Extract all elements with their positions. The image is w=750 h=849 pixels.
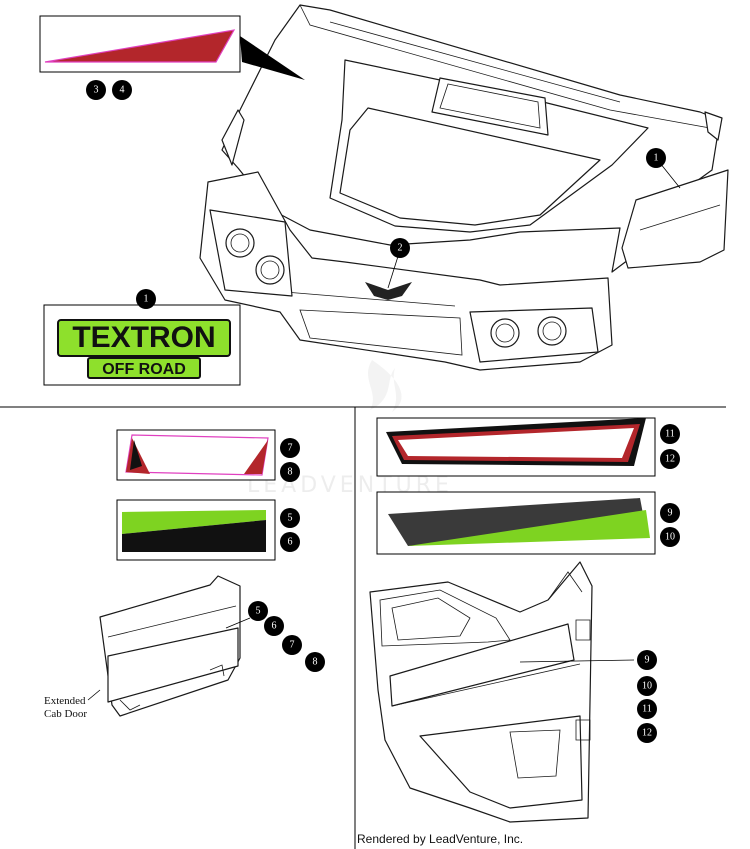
callout-6-door: 6 xyxy=(264,616,284,636)
textron-logo-box: TEXTRON OFF ROAD xyxy=(43,304,241,386)
svg-text:1: 1 xyxy=(654,153,659,164)
callout-1-logo: 1 xyxy=(136,289,156,309)
callout-4: 4 xyxy=(112,80,132,100)
callout-5-decal: 5 xyxy=(280,508,300,528)
svg-text:8: 8 xyxy=(288,467,293,478)
callout-10-door: 10 xyxy=(637,676,657,696)
callout-2-emblem: 2 xyxy=(390,238,410,258)
callout-11-door: 11 xyxy=(637,699,657,719)
svg-text:4: 4 xyxy=(120,85,125,96)
decal-box-9-10 xyxy=(376,491,656,555)
svg-text:12: 12 xyxy=(642,728,652,739)
callout-8-decal: 8 xyxy=(280,462,300,482)
svg-text:8: 8 xyxy=(313,657,318,668)
door-caption-line2: Cab Door xyxy=(44,708,87,720)
svg-text:10: 10 xyxy=(665,532,675,543)
svg-text:7: 7 xyxy=(290,640,295,651)
door-right xyxy=(369,561,635,823)
callout-10-decal: 10 xyxy=(660,527,680,547)
svg-text:9: 9 xyxy=(645,655,650,666)
callout-9-door: 9 xyxy=(637,650,657,670)
svg-text:5: 5 xyxy=(256,606,261,617)
svg-text:10: 10 xyxy=(642,681,652,692)
logo-text-offroad: OFF ROAD xyxy=(102,361,186,378)
svg-text:7: 7 xyxy=(288,443,293,454)
svg-text:6: 6 xyxy=(288,537,293,548)
callout-9-decal: 9 xyxy=(660,503,680,523)
textron-logo: TEXTRON OFF ROAD xyxy=(57,319,231,379)
decal-box-7-8 xyxy=(116,429,276,481)
door-caption: Extended Cab Door xyxy=(44,689,101,720)
callout-12-door: 12 xyxy=(637,723,657,743)
callout-7-door: 7 xyxy=(282,635,302,655)
callout-11-decal: 11 xyxy=(660,424,680,444)
footer-credit: Rendered by LeadVenture, Inc. xyxy=(357,832,523,846)
section-dividers xyxy=(0,406,726,849)
callout-1-hood: 1 xyxy=(646,148,666,168)
decal-box-3-4 xyxy=(39,15,241,73)
decal-box-11-12 xyxy=(376,417,656,477)
door-caption-line1: Extended xyxy=(44,695,86,707)
svg-text:2: 2 xyxy=(398,243,403,254)
extended-cab-door-left xyxy=(99,575,251,717)
callout-6-decal: 6 xyxy=(280,532,300,552)
callout-7-decal: 7 xyxy=(280,438,300,458)
svg-text:11: 11 xyxy=(665,429,675,440)
svg-text:9: 9 xyxy=(668,508,673,519)
callout-12-decal: 12 xyxy=(660,449,680,469)
logo-text-textron: TEXTRON xyxy=(72,321,215,354)
callout-3: 3 xyxy=(86,80,106,100)
svg-text:11: 11 xyxy=(642,704,652,715)
decal-box-5-6 xyxy=(116,499,276,561)
callout-5-door: 5 xyxy=(248,601,268,621)
svg-text:5: 5 xyxy=(288,513,293,524)
hood-assembly xyxy=(199,4,729,371)
svg-text:3: 3 xyxy=(94,85,99,96)
svg-text:1: 1 xyxy=(144,294,149,305)
svg-text:6: 6 xyxy=(272,621,277,632)
callout-8-door: 8 xyxy=(305,652,325,672)
svg-text:12: 12 xyxy=(665,454,675,465)
emblem xyxy=(365,282,412,300)
